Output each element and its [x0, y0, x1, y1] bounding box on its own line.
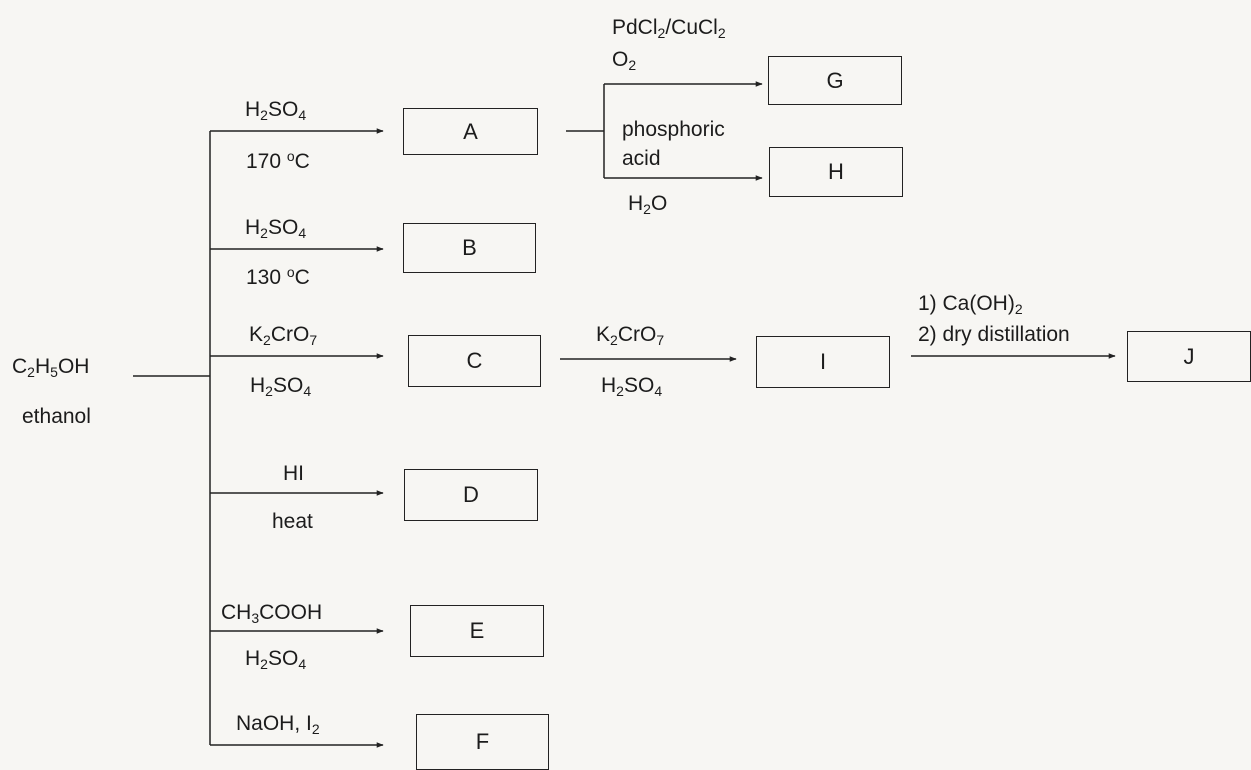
reagent-i-bottom: H2SO4: [601, 374, 663, 399]
reagent-c-top: K2CrO7: [249, 323, 318, 348]
reagent-f-top: NaOH, I2: [236, 712, 320, 737]
product-box-h: H: [769, 147, 903, 197]
product-box-e: E: [410, 605, 544, 657]
product-box-f: F: [416, 714, 549, 770]
reagent-b-top: H2SO4: [245, 216, 307, 241]
reagent-b-bottom: 130 oC: [246, 264, 310, 289]
reagent-a-bottom: 170 oC: [246, 148, 310, 173]
reagent-j-line2: 2) dry distillation: [918, 323, 1070, 346]
product-box-d: D: [404, 469, 538, 521]
reagent-d-bottom: heat: [272, 510, 313, 533]
ethanol-formula: C2H5OH: [12, 355, 90, 380]
reagent-h-line2: acid: [622, 147, 661, 170]
reagent-h-line1: phosphoric: [622, 118, 725, 141]
product-box-a: A: [403, 108, 538, 155]
reagent-c-bottom: H2SO4: [250, 374, 312, 399]
reagent-h-line3: H2O: [628, 192, 668, 217]
product-box-g: G: [768, 56, 902, 105]
reagent-e-bottom: H2SO4: [245, 647, 307, 672]
product-box-i: I: [756, 336, 890, 388]
reagent-g-line1: PdCl2/CuCl2: [612, 16, 726, 41]
reagent-j-line1: 1) Ca(OH)2: [918, 292, 1023, 317]
reagent-g-line2: O2: [612, 48, 637, 73]
product-box-c: C: [408, 335, 541, 387]
product-box-b: B: [403, 223, 536, 273]
product-box-j: J: [1127, 331, 1251, 382]
reagent-a-top: H2SO4: [245, 98, 307, 123]
ethanol-name: ethanol: [22, 405, 91, 428]
reagent-i-top: K2CrO7: [596, 323, 665, 348]
reagent-d-top: HI: [283, 462, 304, 485]
reagent-e-top: CH3COOH: [221, 601, 323, 626]
